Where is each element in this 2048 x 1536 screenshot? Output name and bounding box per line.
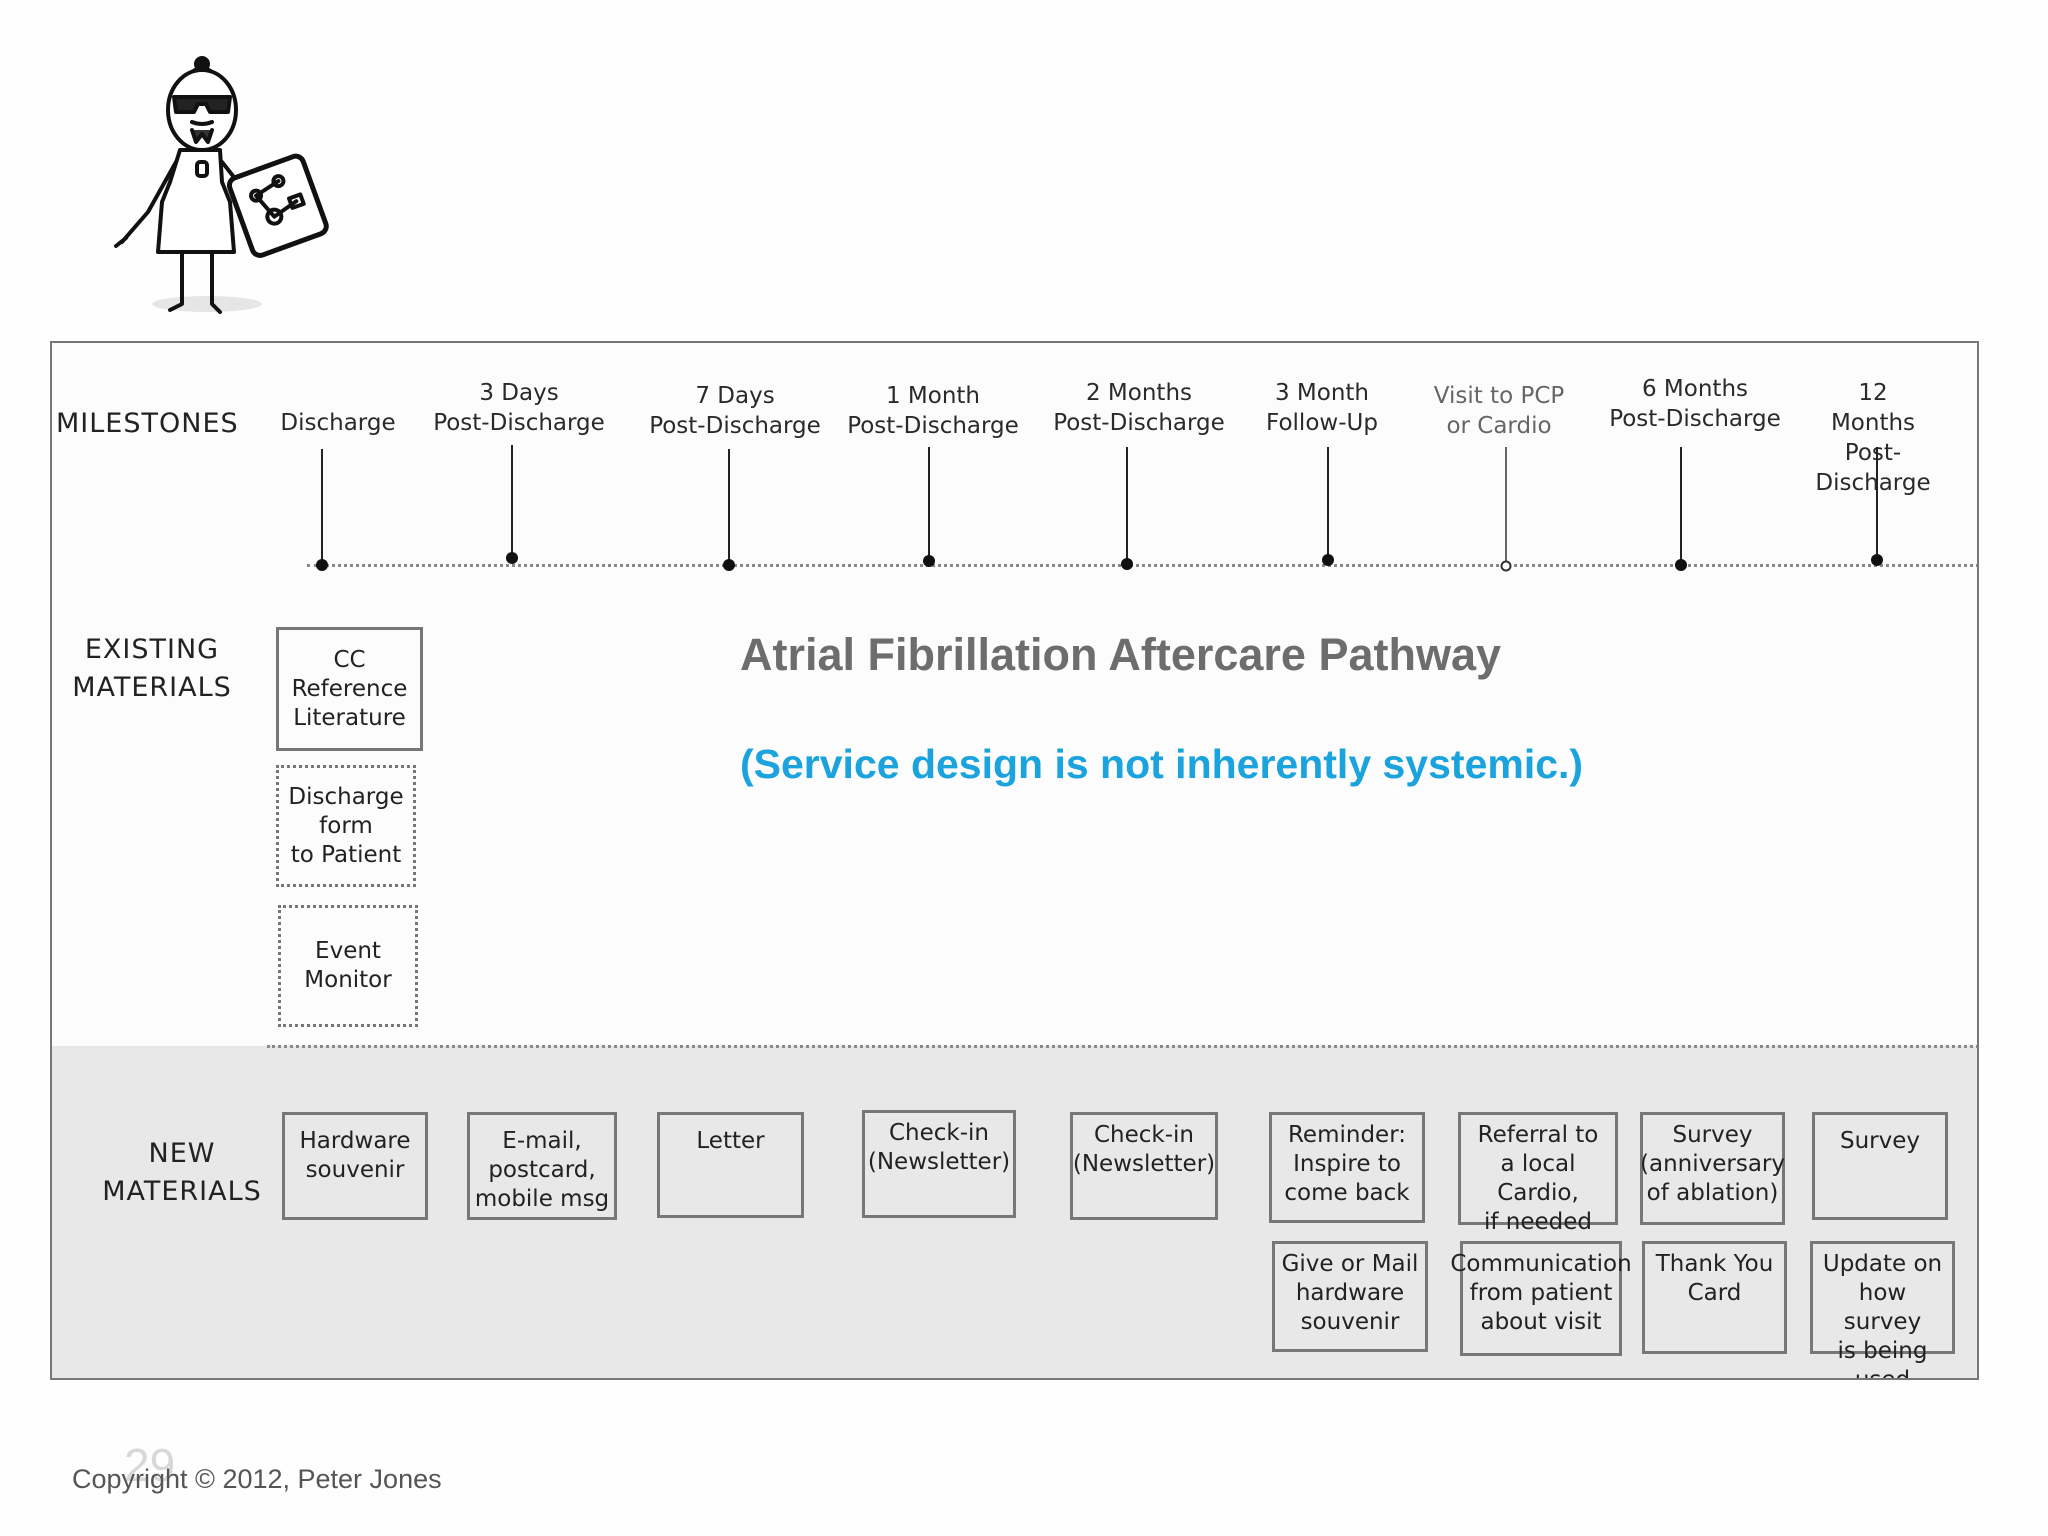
milestone-dot-hollow <box>1500 560 1512 572</box>
milestone-label: Visit to PCP or Cardio <box>1433 383 1565 439</box>
milestone-label: 12 Months Post-Discharge <box>1815 380 1931 496</box>
section-divider <box>267 1045 1977 1048</box>
milestone-label: 3 Month Follow-Up <box>1266 380 1378 436</box>
milestone-stem <box>321 449 323 565</box>
milestone-label: 2 Months Post-Discharge <box>1053 380 1225 436</box>
new-material-box: Check-in (Newsletter) <box>862 1110 1016 1218</box>
new-material-box: E-mail, postcard, mobile msg <box>467 1112 617 1220</box>
milestone-dot <box>316 559 328 571</box>
milestone-dot <box>506 552 518 564</box>
section-label-existing-materials: EXISTING MATERIALS <box>72 634 232 703</box>
existing-material-box: CC Reference Literature <box>276 627 423 751</box>
milestone-stem <box>1327 447 1329 560</box>
diagram-title: Atrial Fibrillation Aftercare Pathway <box>740 629 1502 680</box>
new-material-box: Communication from patient about visit <box>1450 1241 1632 1356</box>
mascot-illustration <box>114 56 329 314</box>
new-material-box: Check-in (Newsletter) <box>1070 1112 1218 1220</box>
diagram-subtitle: (Service design is not inherently system… <box>740 741 1584 787</box>
new-material-box: Letter <box>657 1112 804 1218</box>
new-material-box: Hardware souvenir <box>282 1112 428 1220</box>
timeline-line <box>307 564 1977 567</box>
new-material-box: Referral to a local Cardio, if needed <box>1458 1112 1618 1235</box>
milestone-stem <box>1126 447 1128 563</box>
existing-material-box: Event Monitor <box>278 905 418 1027</box>
milestone-label: 6 Months Post-Discharge <box>1609 376 1781 432</box>
new-material-box: Reminder: Inspire to come back <box>1269 1112 1425 1223</box>
milestone-dot <box>1121 558 1133 570</box>
page-number: 29 <box>124 1439 176 1491</box>
milestone-stem <box>1505 447 1507 563</box>
milestone-label: Discharge <box>280 410 396 436</box>
milestone-label: 1 Month Post-Discharge <box>847 383 1019 439</box>
new-material-box: Survey (anniversary of ablation) <box>1640 1112 1785 1225</box>
milestone-stem <box>511 445 513 560</box>
milestone-label: 7 Days Post-Discharge <box>649 383 821 439</box>
milestone-stem <box>1876 447 1878 560</box>
new-material-box: Survey <box>1812 1112 1948 1220</box>
pathway-diagram-frame: MILESTONES EXISTING MATERIALS NEW MATERI… <box>50 341 1979 1380</box>
milestone-stem <box>1680 447 1682 563</box>
milestone-stem <box>928 447 930 561</box>
section-label-milestones: MILESTONES <box>56 408 239 439</box>
existing-material-box: Discharge form to Patient <box>276 765 416 887</box>
new-material-box: Update on how survey is being used <box>1810 1241 1955 1378</box>
milestone-stem <box>728 449 730 565</box>
new-material-box: Give or Mail hardware souvenir <box>1272 1241 1428 1352</box>
milestone-dot <box>1322 554 1334 566</box>
section-label-new-materials: NEW MATERIALS <box>102 1138 262 1207</box>
milestone-dot <box>923 555 935 567</box>
milestone-dot <box>723 559 735 571</box>
copyright-notice: Copyright © 2012, Peter Jones <box>72 1464 442 1494</box>
milestone-dot <box>1675 559 1687 571</box>
milestone-label: 3 Days Post-Discharge <box>433 380 605 436</box>
new-material-box: Thank You Card <box>1642 1241 1787 1354</box>
milestone-dot <box>1871 554 1883 566</box>
